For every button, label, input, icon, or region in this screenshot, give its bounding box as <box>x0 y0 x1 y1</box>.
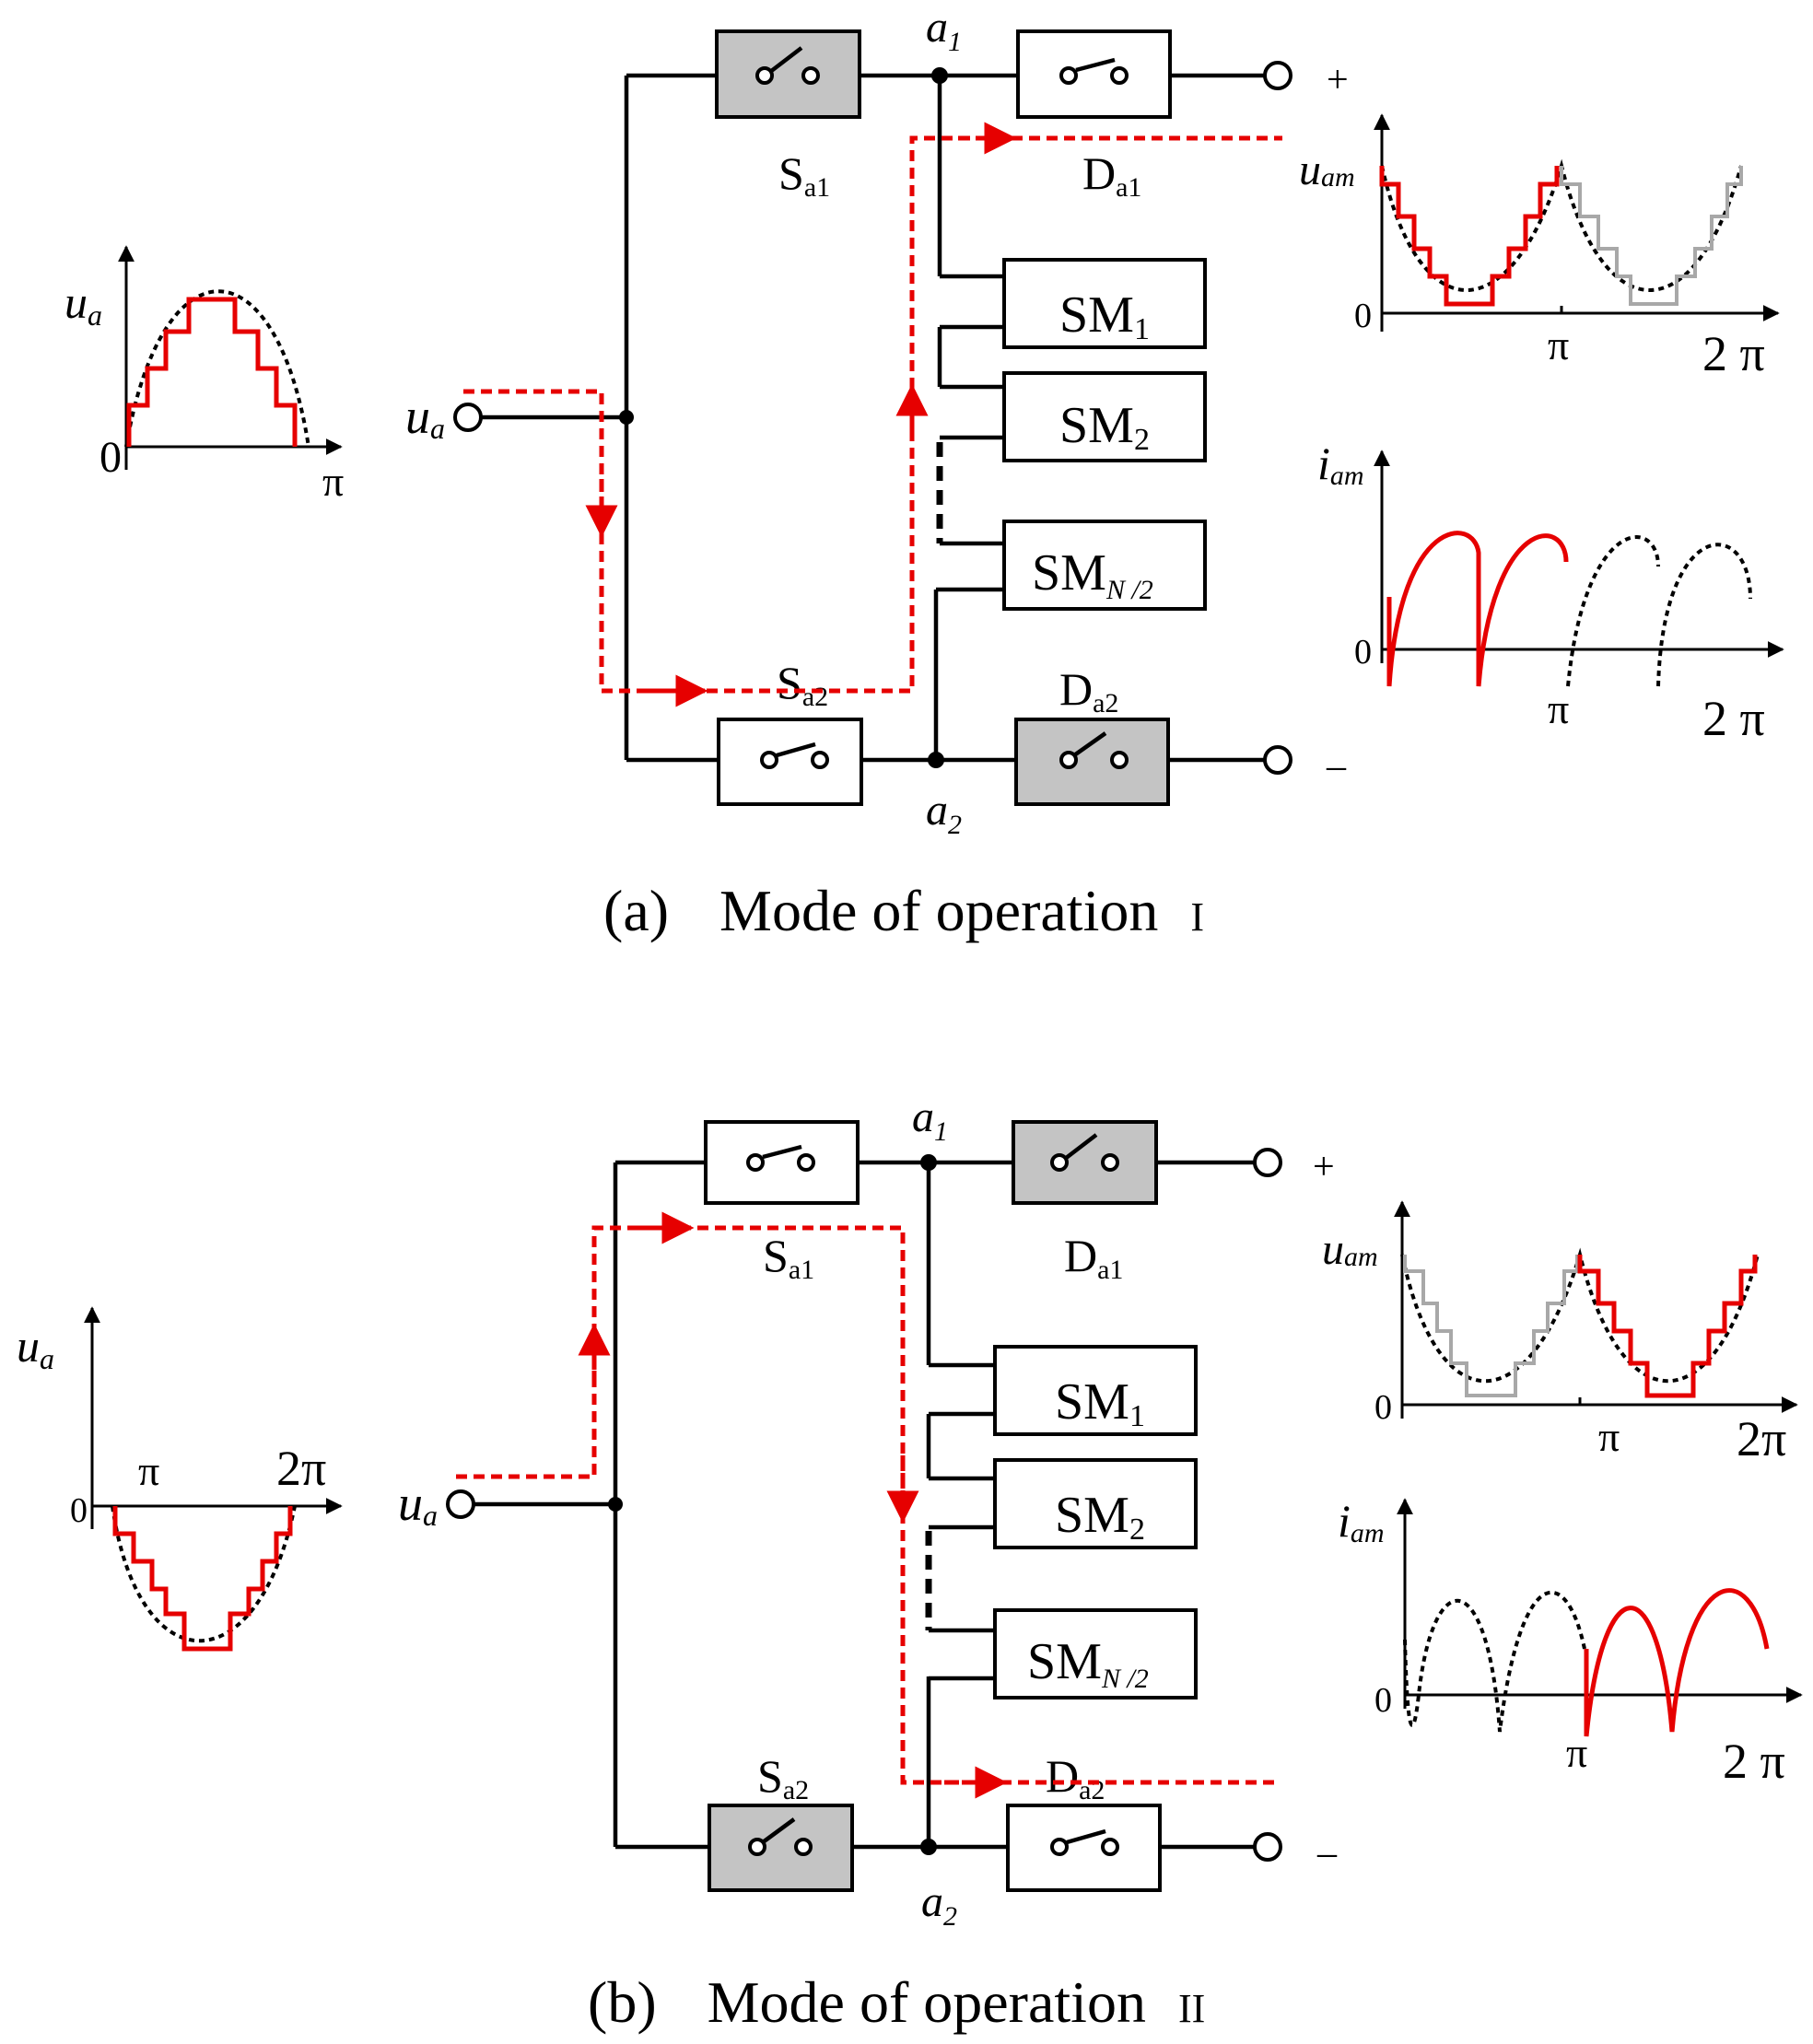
switch-sa1-a: Sa1 <box>715 29 861 203</box>
iam-plot-a: iam 0 π 2 π <box>1317 438 1784 746</box>
uam-plot-b-tick-2pi: 2π <box>1737 1411 1786 1466</box>
panel-b: ua 0 π 2π ua + a1 – a2 <box>17 1092 1803 2035</box>
node-a2-label-a: a2 <box>926 786 962 840</box>
node-a2-label-b: a2 <box>921 1877 957 1932</box>
plus-label-a: + <box>1327 59 1349 101</box>
input-label-a: ua <box>405 389 445 445</box>
ua-plot-b-sine <box>111 1505 297 1642</box>
switch-da1-label-a: Da1 <box>1082 147 1141 203</box>
submodule-1-label-b: SM1 <box>1055 1373 1145 1433</box>
uam-plot-b-ylabel: uam <box>1322 1225 1378 1274</box>
iam-plot-a-tick-pi: π <box>1548 685 1569 732</box>
uam-plot-b-tick-pi: π <box>1598 1413 1620 1460</box>
ua-plot-b-origin: 0 <box>70 1491 88 1530</box>
ua-plot-b-staircase <box>112 1506 293 1652</box>
iam-plot-b-origin: 0 <box>1374 1681 1392 1720</box>
input-terminal-b <box>446 1489 475 1519</box>
submodule-1-label-a: SM1 <box>1059 286 1150 346</box>
ua-plot-a-sine <box>124 289 310 448</box>
uam-plot-b-inactive <box>1403 1255 1579 1397</box>
uam-plot-a-active <box>1379 166 1560 307</box>
ua-plot-b-tick-pi: π <box>138 1447 159 1494</box>
plus-terminal-a <box>1263 61 1292 90</box>
switch-da2-label-b: Da2 <box>1046 1750 1105 1805</box>
submodule-n2-label-a: SMN /2 <box>1032 544 1153 605</box>
input-label-b: ua <box>398 1476 438 1532</box>
switch-sa2-b: Sa2 <box>708 1750 854 1892</box>
uam-plot-a-inactive <box>1560 166 1743 306</box>
uam-plot-a: uam 0 π 2 π <box>1299 113 1780 381</box>
submodule-n2-b <box>993 1608 1198 1699</box>
minus-terminal-a <box>1263 745 1292 775</box>
minus-label-a: – <box>1326 745 1347 788</box>
ua-plot-a-origin: 0 <box>99 433 122 482</box>
iam-plot-b-ylabel: iam <box>1338 1495 1385 1548</box>
switch-sa2-a: Sa2 <box>717 657 863 806</box>
iam-plot-a-origin: 0 <box>1354 633 1372 672</box>
ua-plot-b: ua 0 π 2π <box>17 1306 343 1652</box>
switch-da1-b: Da1 <box>1012 1120 1158 1285</box>
ua-plot-a: ua 0 π <box>64 245 344 505</box>
submodule-2-label-a: SM2 <box>1059 397 1150 457</box>
uam-plot-a-origin: 0 <box>1354 297 1372 335</box>
iam-plot-b-tick-pi: π <box>1566 1729 1587 1776</box>
minus-terminal-b <box>1253 1832 1282 1862</box>
submodule-n2-label-b: SMN /2 <box>1027 1633 1149 1694</box>
uam-plot-b: uam 0 π 2π <box>1322 1200 1798 1466</box>
submodule-2-b <box>993 1458 1198 1549</box>
panel-a: ua 0 π ua + a1 – a2 <box>64 3 1784 943</box>
ua-plot-a-ylabel: ua <box>64 276 102 332</box>
submodule-chain-b: SM1 SM2 SMN /2 <box>925 1345 1198 1699</box>
circuit-b: ua + a1 – a2 Sa1 <box>398 1092 1338 1932</box>
uam-plot-a-tick-2pi: 2 π <box>1702 326 1765 381</box>
switch-sa1-label-a: Sa1 <box>778 147 830 203</box>
submodule-2-a <box>1002 371 1207 462</box>
ua-plot-a-tick-pi: π <box>322 458 344 505</box>
iam-plot-b: iam 0 π 2 π <box>1338 1495 1803 1789</box>
uam-plot-b-active <box>1577 1255 1758 1398</box>
iam-plot-a-ylabel: iam <box>1317 438 1364 491</box>
node-a1-label-b: a1 <box>912 1092 948 1147</box>
switch-sa2-label-a: Sa2 <box>777 657 828 712</box>
ua-plot-b-tick-2pi: 2π <box>276 1441 326 1496</box>
iam-plot-a-inactive <box>1566 535 1752 687</box>
switch-sa1-b: Sa1 <box>704 1120 860 1285</box>
submodule-1-b <box>993 1345 1198 1436</box>
iam-plot-b-inactive <box>1403 1590 1586 1733</box>
iam-plot-a-tick-2pi: 2 π <box>1702 691 1765 746</box>
switch-da2-label-a: Da2 <box>1059 663 1118 718</box>
submodule-2-label-b: SM2 <box>1055 1487 1145 1547</box>
uam-plot-a-tick-pi: π <box>1548 321 1569 368</box>
plus-terminal-b <box>1253 1148 1282 1177</box>
switch-da1-a: Da1 <box>1016 29 1172 203</box>
iam-plot-b-tick-2pi: 2 π <box>1723 1734 1785 1789</box>
switch-sa1-label-b: Sa1 <box>763 1230 814 1285</box>
submodule-chain-a: SM1 SM2 SMN /2 <box>936 258 1207 611</box>
switch-da2-a: Da2 <box>1014 663 1170 806</box>
input-terminal-a <box>453 403 483 432</box>
submodule-n2-a <box>1002 520 1207 611</box>
switch-da2-b: Da2 <box>1006 1750 1162 1892</box>
plus-label-b: + <box>1313 1146 1335 1188</box>
ua-plot-a-staircase <box>126 297 298 447</box>
minus-label-b: – <box>1316 1832 1338 1875</box>
node-a1-label-a: a1 <box>926 3 962 57</box>
circuit-a: ua + a1 – a2 Sa1 <box>405 3 1349 840</box>
submodule-1-a <box>1002 258 1207 349</box>
current-path-b <box>456 1225 1274 1785</box>
iam-plot-b-active <box>1584 1588 1770 1737</box>
iam-plot-a-active <box>1386 531 1569 687</box>
uam-plot-a-ylabel: uam <box>1299 146 1355 194</box>
ua-plot-b-ylabel: ua <box>17 1320 54 1375</box>
switch-da1-label-b: Da1 <box>1064 1230 1123 1285</box>
switch-sa2-label-b: Sa2 <box>757 1750 809 1805</box>
current-path-a <box>463 135 1282 694</box>
uam-plot-b-origin: 0 <box>1374 1388 1392 1427</box>
